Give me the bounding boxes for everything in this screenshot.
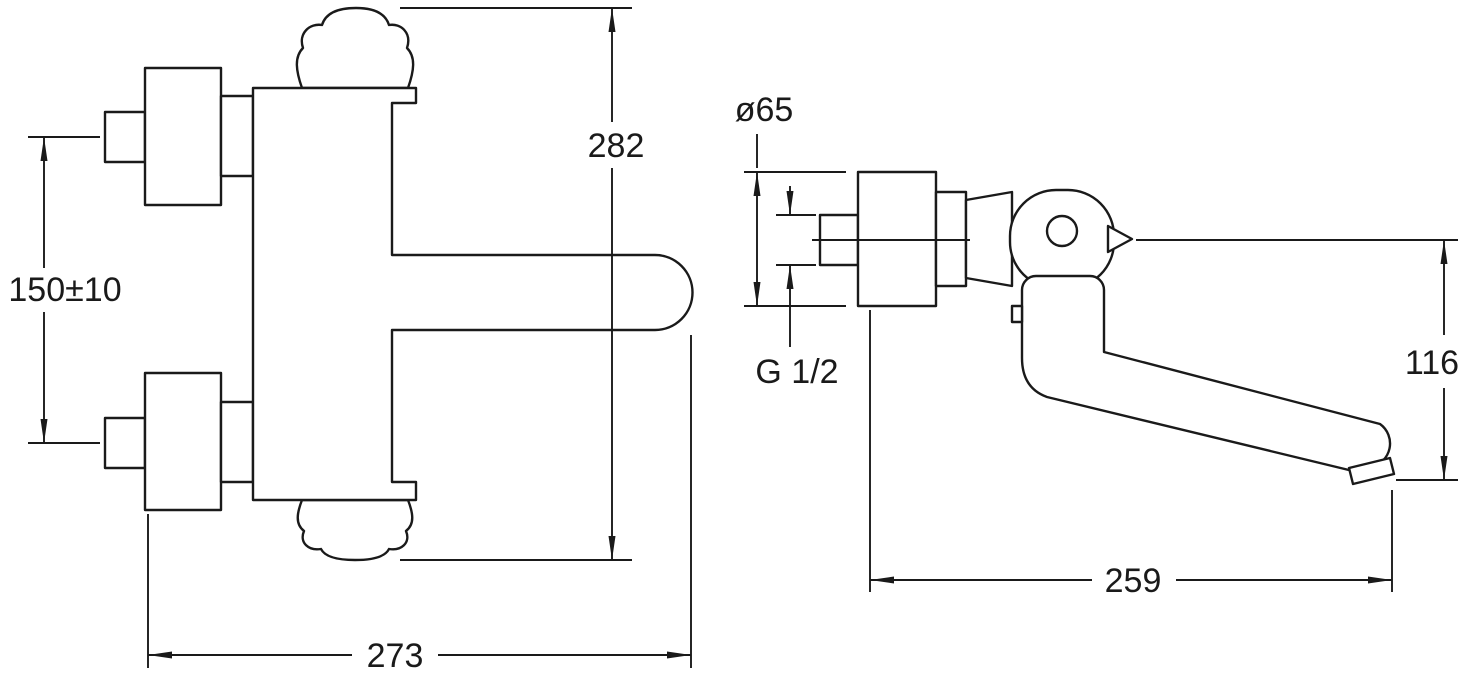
front-view: 282 150±10 273	[8, 6, 694, 675]
dim-front-height: 282	[400, 7, 645, 561]
dim-body-diameter: ø65	[735, 91, 846, 307]
bottom-connector	[219, 400, 255, 484]
side-aerator	[1347, 456, 1396, 486]
side-spout-assembly	[1020, 274, 1392, 473]
dim-side-reach: 259	[869, 310, 1393, 600]
bottom-handle	[296, 498, 414, 562]
dim-front-width: 273	[147, 335, 692, 675]
dim-thread: G 1/2	[755, 186, 839, 391]
dim-label-150: 150±10	[8, 271, 121, 309]
top-inlet-stub	[103, 110, 147, 164]
dim-label-282: 282	[588, 127, 645, 165]
side-adapter	[934, 190, 968, 288]
dim-side-height: 116	[1136, 239, 1459, 481]
dim-label-259: 259	[1105, 562, 1162, 600]
side-retainer-clip	[1010, 304, 1024, 324]
dim-label-thread: G 1/2	[755, 353, 838, 391]
dim-label-d65: ø65	[735, 91, 794, 129]
top-handle	[295, 6, 415, 90]
bottom-valve-knob	[143, 371, 223, 512]
dim-inlet-spacing: 150±10	[8, 136, 122, 444]
side-view: ø65 G 1/2 116 259	[735, 91, 1459, 600]
side-handle-hub	[964, 190, 1014, 288]
side-valve-body	[856, 170, 938, 308]
top-connector	[219, 94, 255, 178]
faucet-body-and-spout	[251, 86, 694, 502]
side-handle-cap	[1045, 214, 1079, 248]
dim-label-116: 116	[1405, 344, 1459, 382]
dim-label-273: 273	[367, 637, 424, 675]
side-handle-tip	[1106, 224, 1134, 254]
top-valve-knob	[143, 66, 223, 207]
bottom-inlet-stub	[103, 416, 147, 470]
